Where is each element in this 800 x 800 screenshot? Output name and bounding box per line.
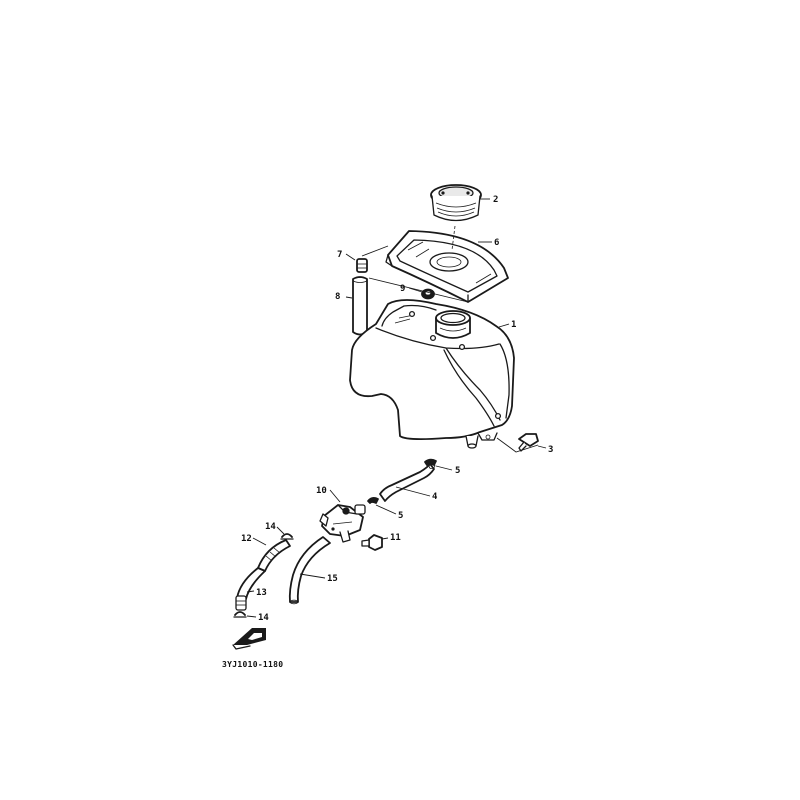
tank-bolt-part[interactable] [518, 433, 539, 452]
callout-part-11: 11 [390, 533, 401, 543]
fuel-cap-part[interactable] [430, 184, 482, 222]
callout-part-9: 9 [400, 284, 405, 294]
pipe-clip-upper-part[interactable] [280, 533, 294, 540]
callout-part-8: 8 [335, 292, 340, 302]
callout-part-2: 2 [493, 195, 498, 205]
callout-part-14-lower: 14 [258, 613, 269, 623]
callout-part-12: 12 [241, 534, 252, 544]
pipe-clip-lower-part[interactable] [233, 611, 247, 618]
callout-part-15: 15 [327, 574, 338, 584]
hose-clip-lower-part[interactable] [367, 496, 379, 504]
fuel-hose-part[interactable] [379, 462, 436, 502]
drain-hose-part[interactable] [288, 536, 331, 605]
callout-part-7: 7 [337, 250, 342, 260]
callout-part-5-upper: 5 [455, 466, 460, 476]
fuel-pipe-upper-part[interactable] [257, 539, 291, 572]
leader-lines [246, 198, 547, 618]
fuel-tank-part[interactable] [349, 299, 515, 449]
fuel-cock-part[interactable] [319, 504, 366, 543]
front-direction-arrow-icon [232, 628, 266, 650]
drawing-code: 3YJ1010-1180 [222, 660, 283, 669]
callout-numbers: 2 6 7 8 9 1 3 5 4 10 5 11 14 12 15 13 14 [241, 195, 553, 623]
callout-part-10: 10 [316, 486, 327, 496]
callout-part-5-lower: 5 [398, 511, 403, 521]
vent-hose-part[interactable] [352, 276, 368, 336]
callout-part-3: 3 [548, 445, 553, 455]
callout-part-13: 13 [256, 588, 267, 598]
callout-part-1: 1 [511, 320, 516, 330]
tank-tray-part[interactable] [385, 230, 509, 303]
callout-part-14-upper: 14 [265, 522, 276, 532]
fuel-pipe-lower-part[interactable] [235, 567, 266, 611]
callout-part-6: 6 [494, 238, 499, 248]
callout-part-4: 4 [432, 492, 438, 502]
fuel-cock-screw-part[interactable] [361, 534, 383, 551]
vent-cap-part[interactable] [356, 258, 368, 273]
